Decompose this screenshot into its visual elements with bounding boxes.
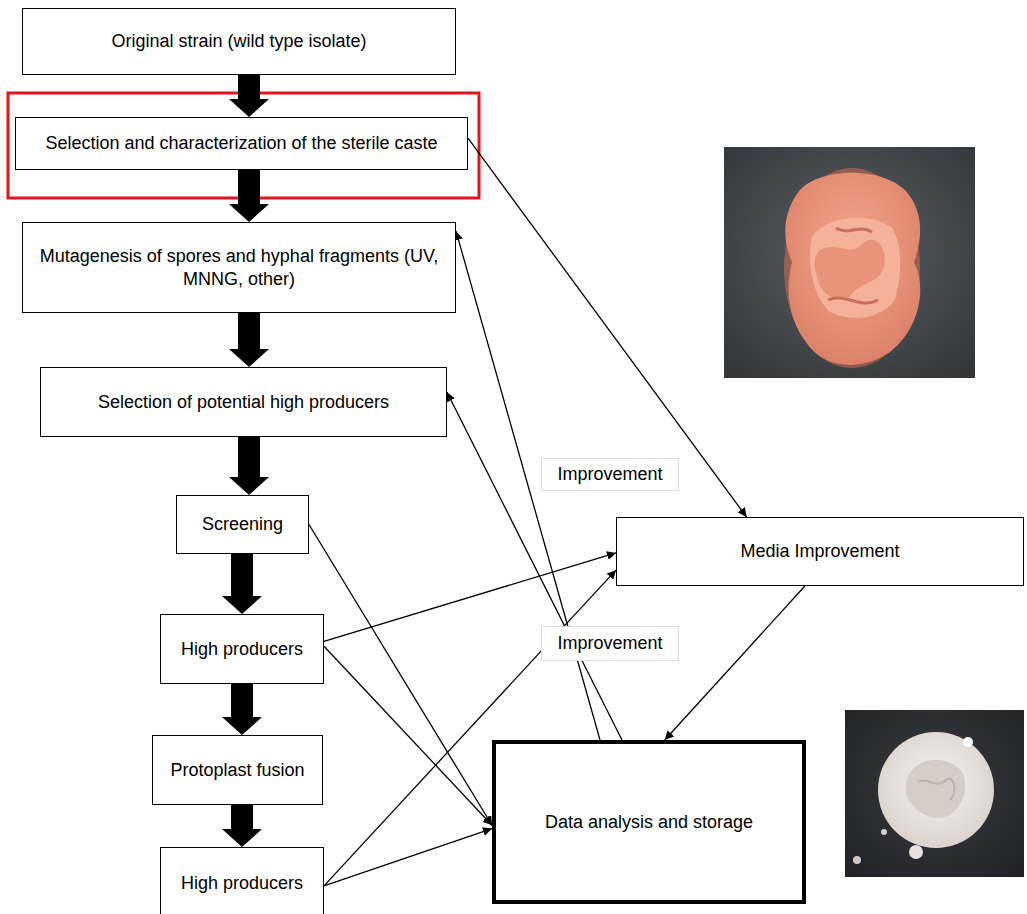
connector-arrow (309, 525, 492, 826)
block-arrow (222, 554, 262, 614)
block-arrow (229, 75, 269, 117)
step-label: Screening (194, 513, 291, 536)
step-label: Original strain (wild type isolate) (103, 30, 374, 53)
colony-photo (724, 147, 975, 378)
process-box: High producers (160, 614, 324, 684)
step-label: Selection of potential high producers (90, 391, 397, 414)
process-box: Mutagenesis of spores and hyphal fragmen… (22, 222, 456, 313)
edge-label: Improvement (541, 626, 679, 661)
connector-arrow (324, 646, 492, 825)
block-arrow (222, 805, 262, 847)
step-label: Protoplast fusion (162, 759, 312, 782)
step-label: High producers (173, 638, 311, 661)
connector-arrow (665, 586, 805, 740)
process-box: Selection of potential high producers (40, 367, 447, 437)
step-label: Media Improvement (732, 540, 907, 563)
connector-arrow (324, 829, 492, 886)
edge-label: Improvement (541, 458, 679, 491)
process-box: Original strain (wild type isolate) (22, 8, 456, 75)
block-arrow (229, 170, 269, 222)
process-box: Selection and characterization of the st… (15, 117, 468, 170)
storage-box: Data analysis and storage (492, 740, 806, 904)
process-box: Screening (176, 495, 309, 554)
block-arrow (222, 684, 262, 735)
process-box: Media Improvement (616, 517, 1024, 586)
block-arrow (229, 437, 269, 495)
step-label: High producers (173, 872, 311, 895)
process-box: High producers (160, 847, 324, 914)
connector-arrow (447, 392, 622, 740)
step-label: Selection and characterization of the st… (37, 132, 445, 155)
step-label: Data analysis and storage (537, 811, 761, 834)
step-label: Mutagenesis of spores and hyphal fragmen… (23, 245, 455, 290)
process-box: Protoplast fusion (152, 735, 323, 805)
connector-arrow (468, 138, 747, 517)
block-arrow (229, 313, 269, 367)
colony-photo (845, 710, 1024, 877)
